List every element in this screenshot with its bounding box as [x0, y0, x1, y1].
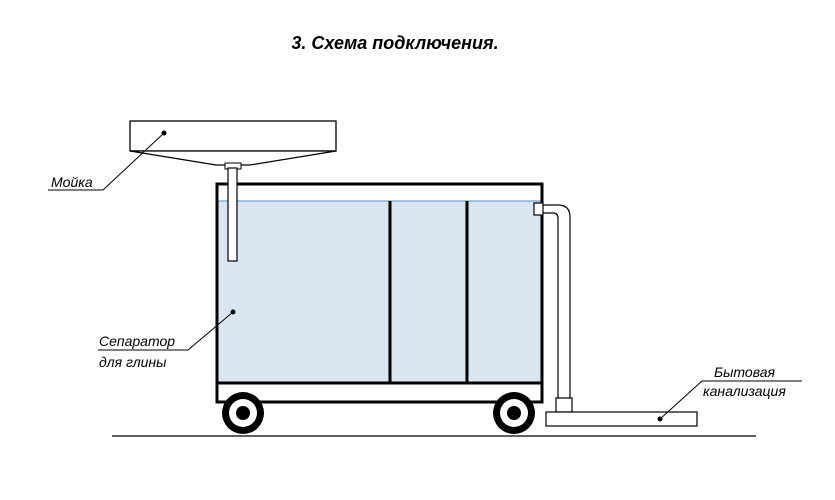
- sewer-label-line1: Бытовая: [714, 364, 775, 380]
- sink: [129, 120, 337, 170]
- separator-label-line2: для глины: [99, 354, 167, 370]
- inlet-pipe: [227, 167, 238, 262]
- separator-tank: [215, 182, 544, 404]
- outlet-pipe-elbow: [540, 204, 571, 401]
- sewer-pipe-body: [545, 411, 698, 427]
- separator-label-line1: Сепаратор: [99, 333, 175, 349]
- separator-leader-line: [98, 311, 234, 351]
- sink-leader-line: [48, 132, 165, 191]
- tank-outline: [215, 182, 544, 404]
- sewer-label-line2: канализация: [703, 383, 786, 399]
- sewer-pipe: [545, 411, 698, 427]
- outlet-pipe: [533, 202, 573, 413]
- outlet-pipe-bottom-joint: [555, 397, 573, 413]
- tank-water: [217, 201, 542, 383]
- wheel-left: [222, 392, 264, 434]
- sink-label: Мойка: [51, 174, 93, 190]
- diagram-title: 3. Схема подключения.: [291, 33, 498, 53]
- outlet-pipe-coupling: [533, 202, 544, 216]
- wheel-right: [493, 392, 535, 434]
- sewer-leader-line: [659, 380, 802, 420]
- sink-basin: [129, 150, 337, 166]
